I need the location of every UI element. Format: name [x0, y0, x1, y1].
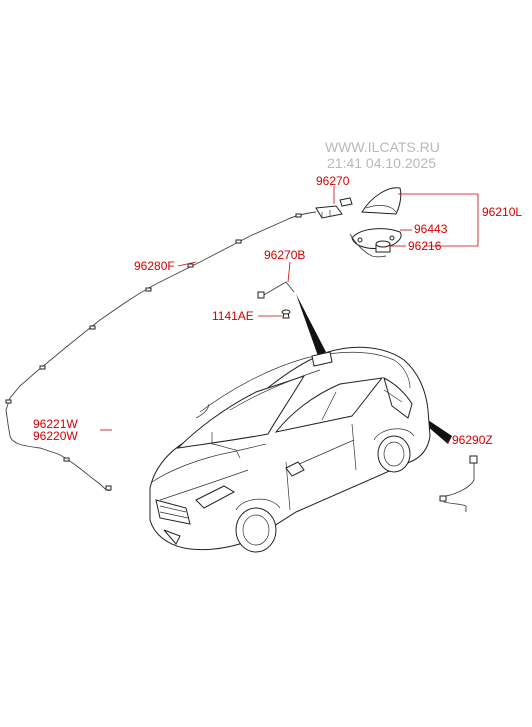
- label-96270: 96270: [316, 174, 350, 188]
- label-96270B: 96270B: [264, 248, 305, 262]
- label-96290Z: 96290Z: [452, 433, 493, 447]
- watermark-datetime: 21:41 04.10.2025: [327, 155, 436, 171]
- car-drawing: [149, 346, 431, 553]
- leader-lines: [100, 186, 479, 444]
- shark-fin-antenna: [351, 187, 402, 253]
- label-96210L: 96210L: [482, 205, 522, 219]
- label-96220W: 96220W: [33, 429, 78, 443]
- part-labels: 96270 96210L 96443 96216 96280F 96270B 1…: [33, 174, 522, 447]
- roof-callout-wedge: [296, 294, 326, 356]
- label-96280F: 96280F: [134, 259, 175, 273]
- label-96216: 96216: [408, 239, 442, 253]
- label-96221W: 96221W: [33, 417, 78, 431]
- label-96443: 96443: [414, 222, 448, 236]
- roof-cable: [5, 211, 387, 491]
- feeder-cable: [257, 281, 295, 319]
- cable-clips: [5, 213, 302, 491]
- watermark-site: WWW.ILCATS.RU: [325, 139, 440, 155]
- label-1141AE: 1141AE: [212, 309, 254, 323]
- watermark: WWW.ILCATS.RU 21:41 04.10.2025: [325, 139, 440, 171]
- antenna-module: [315, 197, 353, 219]
- rear-glass-cable: [439, 455, 478, 512]
